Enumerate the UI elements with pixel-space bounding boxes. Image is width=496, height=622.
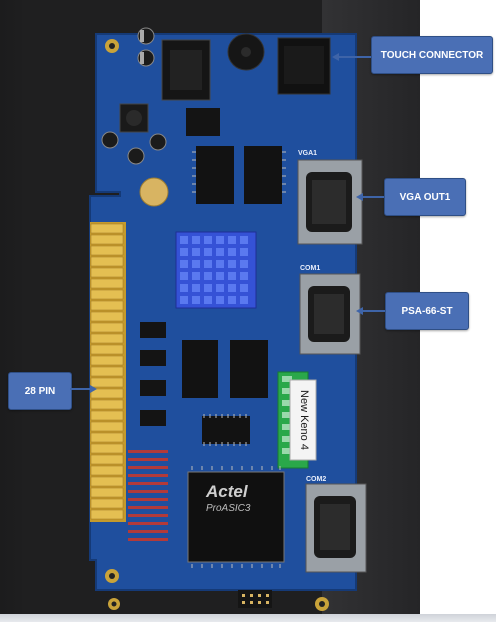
vga-out-arrow [362,196,384,198]
heatsink [175,231,257,309]
resistor-array [128,450,168,541]
psa-label: PSA-66-ST [401,305,453,317]
chip-model: ProASIC3 [206,503,251,514]
com2-silkscreen: COM2 [306,476,327,483]
capacitors [101,27,167,165]
vga-out-callout: VGA OUT1 [384,178,466,216]
vga-connector [297,159,363,245]
footer-bar [0,614,496,622]
sticker [289,379,317,461]
coin-battery [139,177,169,207]
arrow-head [332,53,339,61]
ic-chip [196,146,234,204]
pins-label: 28 PIN [24,385,56,397]
ic-chip [182,340,218,398]
com2-connector [305,483,367,573]
touch-connector-callout: TOUCH CONNECTOR [371,36,493,74]
ic-chip [244,146,282,204]
arrow-head [90,385,97,393]
ic-chip [202,416,250,444]
edge-connector [90,222,126,522]
ic-chip [230,340,268,398]
pin-header [238,590,272,608]
buffer-chips [140,322,166,426]
pins-callout: 28 PIN [8,372,72,410]
vga-out-label: VGA OUT1 [399,191,451,203]
sticker-text: New Keno 4 [298,390,310,450]
pins-arrow [70,388,90,390]
arrow-head [356,193,363,201]
vga-silkscreen: VGA1 [298,150,318,157]
fpga-chip [187,466,285,568]
arrow-head [356,307,363,315]
psa-arrow [362,310,385,312]
com1-connector [299,273,361,355]
touch-connector-label: TOUCH CONNECTOR [380,49,484,61]
com1-silkscreen: COM1 [300,265,321,272]
psa-callout: PSA-66-ST [385,292,469,330]
board-photo: VGA1 COM1 COM2 Actel ProASIC3 New Keno 4 [0,0,420,614]
chip-brand: Actel [206,482,248,501]
pcb-illustration [89,27,367,611]
touch-connector-arrow [338,56,371,58]
